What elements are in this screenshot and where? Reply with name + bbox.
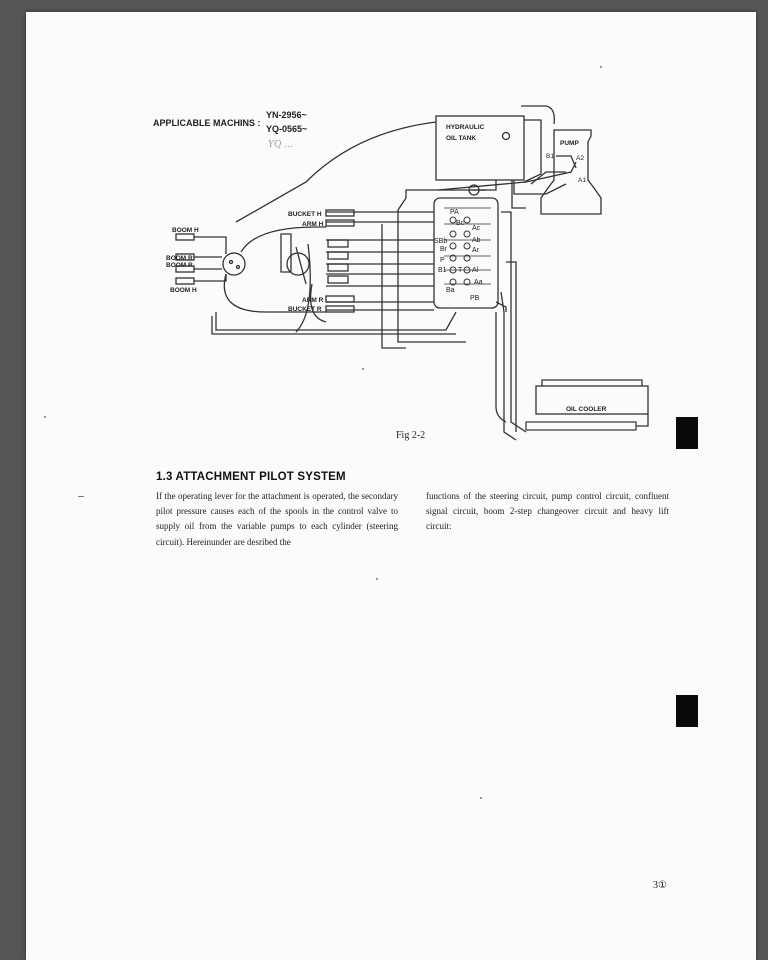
label-bucket-r: BUCKET R — [288, 306, 322, 313]
label-bc: Bc — [456, 220, 465, 227]
label-br: Br — [440, 246, 448, 253]
section-heading: 1.3 ATTACHMENT PILOT SYSTEM — [156, 471, 346, 483]
label-pump-a1: A1 — [578, 177, 586, 184]
label-hydraulic: HYDRAULIC — [446, 124, 485, 131]
label-boom-h-bottom: BOOM H — [170, 287, 197, 294]
label-b1: B1 — [438, 267, 447, 274]
scan-speck — [480, 797, 482, 799]
handwritten-note: YQ ... — [268, 140, 293, 150]
scan-speck — [376, 578, 378, 580]
label-boom-h-top: BOOM H — [172, 227, 199, 234]
label-pa: PA — [450, 209, 459, 216]
scan-speck — [44, 416, 46, 418]
hydraulic-circuit-diagram: HYDRAULIC OIL TANK PUMP B1 A2 A1 BUCKET … — [166, 105, 649, 441]
label-aa: Aa — [474, 279, 483, 286]
page-number: 3① — [653, 880, 667, 891]
applicable-models: YN-2956~ YQ-0565~ — [266, 108, 307, 136]
label-al: Al — [472, 267, 479, 274]
model-2: YQ-0565~ — [266, 124, 308, 134]
body-text-right: functions of the steering circuit, pump … — [426, 491, 669, 532]
label-arm-h: ARM H — [302, 221, 324, 228]
label-pb: PB — [470, 295, 480, 302]
label-boom-r-2: BOOM R — [166, 262, 193, 269]
label-t: T — [458, 267, 463, 274]
label-boom-r-1: BOOM R — [166, 255, 193, 262]
section-tab-marker — [676, 417, 698, 449]
label-ab: Ab — [472, 237, 481, 244]
label-oil-tank: OIL TANK — [446, 135, 476, 142]
scan-speck — [362, 368, 364, 370]
label-ar: Ar — [472, 247, 480, 254]
model-1: YN-2956~ — [266, 110, 307, 120]
label-ac: Ac — [472, 225, 481, 232]
label-bucket-h: BUCKET H — [288, 211, 322, 218]
label-pump: PUMP — [560, 140, 579, 147]
figure-caption: Fig 2-2 — [396, 430, 426, 441]
label-p: P — [440, 257, 445, 264]
label-pump-a2: A2 — [576, 155, 584, 162]
scan-speck — [600, 66, 602, 68]
oil-cooler-body — [535, 385, 649, 415]
label-arm-r: ARM R — [302, 297, 324, 304]
body-text-left: If the operating lever for the attachmen… — [156, 491, 398, 547]
pump-body — [540, 129, 602, 215]
pilot-valve-left — [222, 252, 246, 276]
label-sbb: SBb — [434, 238, 447, 245]
applicable-machines-label: APPLICABLE MACHINS : — [153, 118, 261, 128]
label-pump-b1: B1 — [546, 153, 554, 160]
scan-speck — [78, 496, 84, 497]
section-tab-marker — [676, 695, 698, 727]
control-valve-block — [433, 197, 499, 309]
oil-tank-body — [435, 115, 525, 181]
label-ba: Ba — [446, 287, 455, 294]
document-page: APPLICABLE MACHINS : YN-2956~ YQ-0565~ Y… — [26, 12, 756, 960]
label-oil-cooler: OIL COOLER — [566, 406, 607, 413]
